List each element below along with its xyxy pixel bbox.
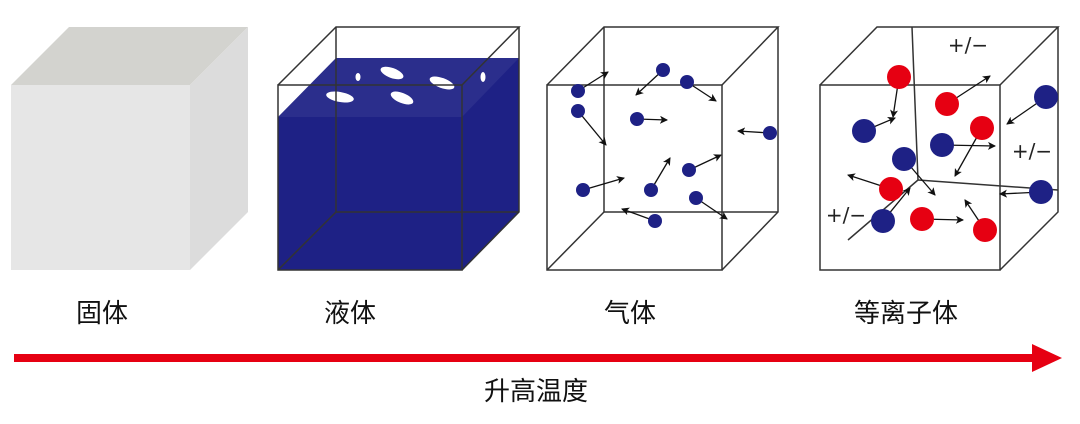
liquid-cube — [277, 26, 521, 271]
gas-particle — [680, 75, 694, 89]
positive-ion — [970, 116, 994, 140]
charge-label: +/− — [1012, 139, 1052, 163]
gas-particle — [630, 112, 644, 126]
gas-particle — [644, 183, 658, 197]
negative-particle — [852, 119, 876, 143]
motion-arrow — [577, 110, 607, 146]
positive-ion — [910, 207, 934, 231]
motion-arrow — [582, 176, 625, 191]
label-liquid: 液体 — [324, 299, 376, 329]
negative-particle — [892, 147, 916, 171]
positive-ion — [879, 177, 903, 201]
solid-cube — [11, 27, 248, 270]
positive-ion — [887, 65, 911, 89]
gas-particle — [571, 84, 585, 98]
label-gas: 气体 — [604, 299, 656, 329]
positive-ion — [973, 218, 997, 242]
gas-particle — [576, 183, 590, 197]
gas-particle — [682, 163, 696, 177]
negative-particle — [1029, 180, 1053, 204]
negative-particle — [871, 209, 895, 233]
arrow-label: 升高温度 — [484, 377, 588, 407]
label-plasma: 等离子体 — [854, 299, 958, 329]
negative-particle — [1034, 85, 1058, 109]
plasma-cube: +/− +/− +/− — [819, 26, 1060, 271]
negative-particle — [930, 133, 954, 157]
gas-particle — [656, 63, 670, 77]
charge-label: +/− — [948, 33, 988, 57]
label-solid: 固体 — [76, 299, 128, 329]
charge-label: +/− — [826, 203, 866, 227]
gas-particle — [571, 104, 585, 118]
positive-ion — [935, 92, 959, 116]
gas-particle — [763, 126, 777, 140]
gas-cube — [546, 26, 780, 271]
gas-particle — [648, 214, 662, 228]
bubbles — [326, 66, 486, 105]
temperature-arrow — [14, 344, 1062, 372]
gas-particle — [689, 191, 703, 205]
